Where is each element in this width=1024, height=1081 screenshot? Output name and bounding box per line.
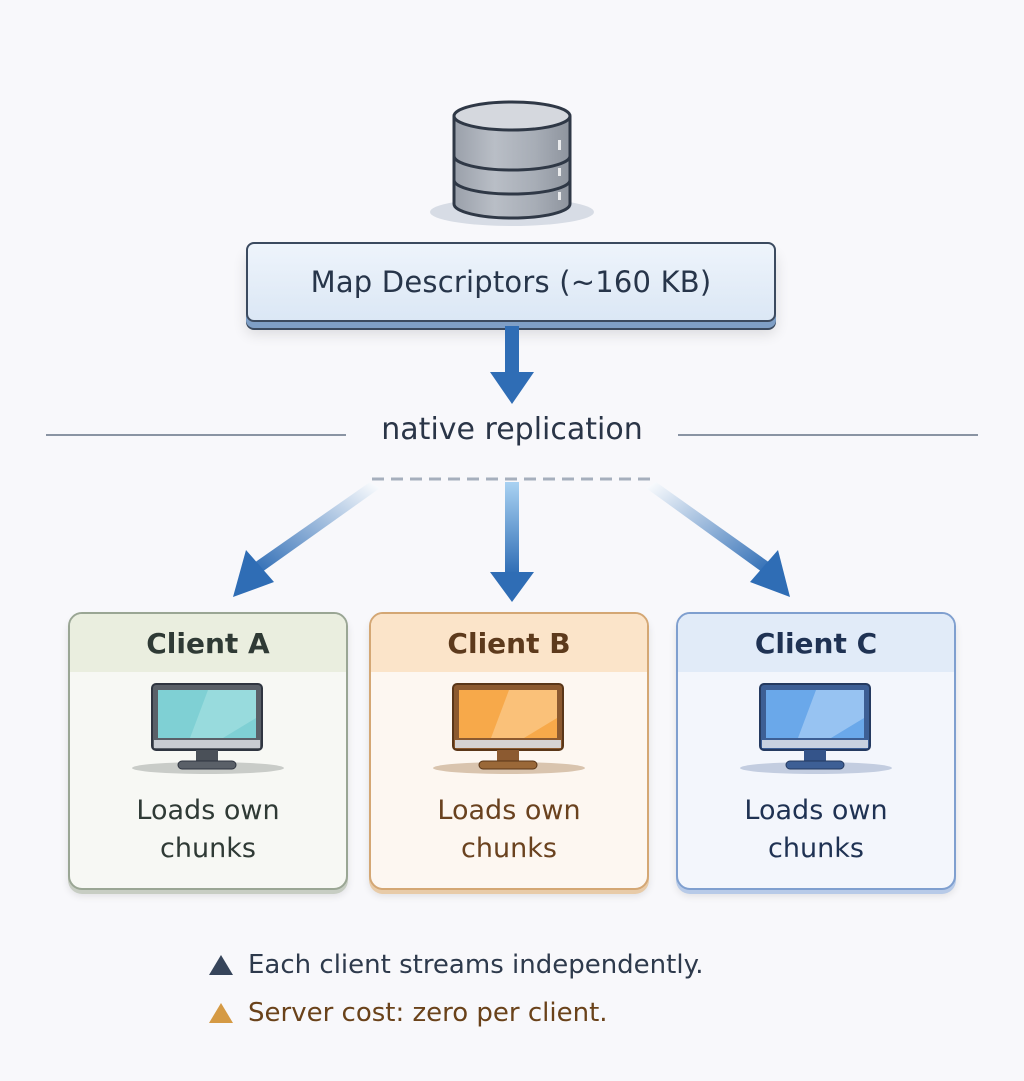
map-descriptors-label: Map Descriptors (~160 KB) xyxy=(310,265,712,299)
client-b-text-line2: chunks xyxy=(461,833,557,864)
note-1-text: Each client streams independently. xyxy=(248,950,704,980)
note-independent-streaming: Each client streams independently. xyxy=(208,950,704,980)
monitor-icon xyxy=(132,683,284,774)
client-c-title: Client C xyxy=(678,614,954,672)
client-card-b: Client B Loads own chunks xyxy=(369,612,649,890)
client-card-c: Client C Loads own chunks xyxy=(676,612,956,890)
native-replication-label: native replication xyxy=(381,412,643,447)
client-card-a: Client A Loads own chunks xyxy=(68,612,348,890)
arrow-to-client-b xyxy=(490,482,534,602)
arrow-top-down xyxy=(490,326,534,404)
client-c-text-line1: Loads own xyxy=(744,795,888,826)
monitor-icon xyxy=(740,683,892,774)
divider-right xyxy=(678,434,978,436)
note-2-text: Server cost: zero per client. xyxy=(248,998,608,1028)
arrow-to-client-a xyxy=(233,482,380,597)
triangle-bullet-icon xyxy=(209,1003,233,1023)
note-server-cost: Server cost: zero per client. xyxy=(208,998,608,1028)
database-icon xyxy=(430,100,594,226)
client-c-text-line2: chunks xyxy=(768,833,864,864)
client-b-title: Client B xyxy=(371,614,647,672)
client-a-title: Client A xyxy=(70,614,346,672)
client-a-text-line1: Loads own xyxy=(136,795,280,826)
client-b-text-line1: Loads own xyxy=(437,795,581,826)
client-a-text-line2: chunks xyxy=(160,833,256,864)
arrow-to-client-c xyxy=(646,482,790,597)
divider-left xyxy=(46,434,346,436)
monitor-icon xyxy=(433,683,585,774)
triangle-bullet-icon xyxy=(209,955,233,975)
replication-arrows xyxy=(233,326,790,602)
map-descriptors-box: Map Descriptors (~160 KB) xyxy=(246,242,776,322)
